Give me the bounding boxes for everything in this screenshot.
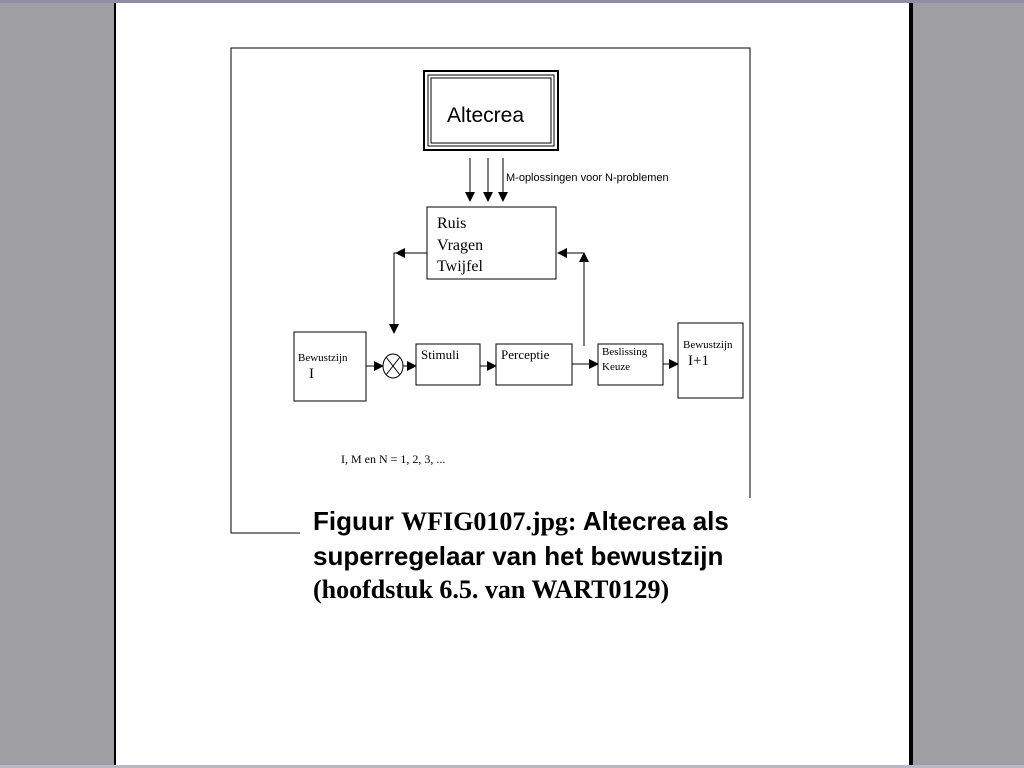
perception-label: Perceptie (501, 347, 550, 362)
caption-line-2: superregelaar van het bewustzijn (313, 541, 724, 571)
feedback-arrow-left (389, 252, 427, 334)
disturbance-box (426, 206, 557, 280)
stimuli-box (415, 343, 481, 386)
altecrea-box (423, 70, 559, 151)
caption-prefix: Figuur (313, 506, 402, 536)
disturbance-line-twijfel: Twijfel (437, 258, 483, 275)
start-box-index: I (309, 366, 314, 382)
stimuli-label: Stimuli (421, 347, 460, 362)
decision-line-beslissing: Beslissing (602, 346, 648, 358)
viewer-bottom-border (0, 765, 1024, 768)
viewer-top-border (0, 0, 1024, 3)
end-box-title: Bewustzijn (683, 339, 733, 351)
altecrea-label: Altecrea (447, 104, 525, 127)
caption-figure-code: WFIG0107.jpg: (401, 507, 577, 536)
index-note: I, M en N = 1, 2, 3, ... (341, 452, 446, 466)
caption-line-3: (hoofdstuk 6.5. van WART0129) (313, 575, 670, 604)
decision-line-keuze: Keuze (602, 361, 631, 373)
feedback-arrow-left-head (395, 248, 405, 258)
end-box-index: I+1 (688, 353, 709, 369)
start-box-title: Bewustzijn (298, 352, 348, 364)
disturbance-line-ruis: Ruis (437, 215, 467, 232)
caption-line-1: Figuur WFIG0107.jpg: Altecrea als (313, 506, 729, 537)
arrow-label: M-oplossingen voor N-problemen (506, 172, 669, 184)
start-box (293, 331, 367, 402)
page-shadow (909, 3, 913, 765)
decision-box (597, 343, 664, 386)
end-box (677, 322, 744, 399)
caption-suffix: Altecrea als (576, 506, 729, 536)
mixer-icon (382, 353, 404, 379)
figure-frame (230, 47, 751, 534)
disturbance-line-vragen: Vragen (437, 237, 484, 254)
